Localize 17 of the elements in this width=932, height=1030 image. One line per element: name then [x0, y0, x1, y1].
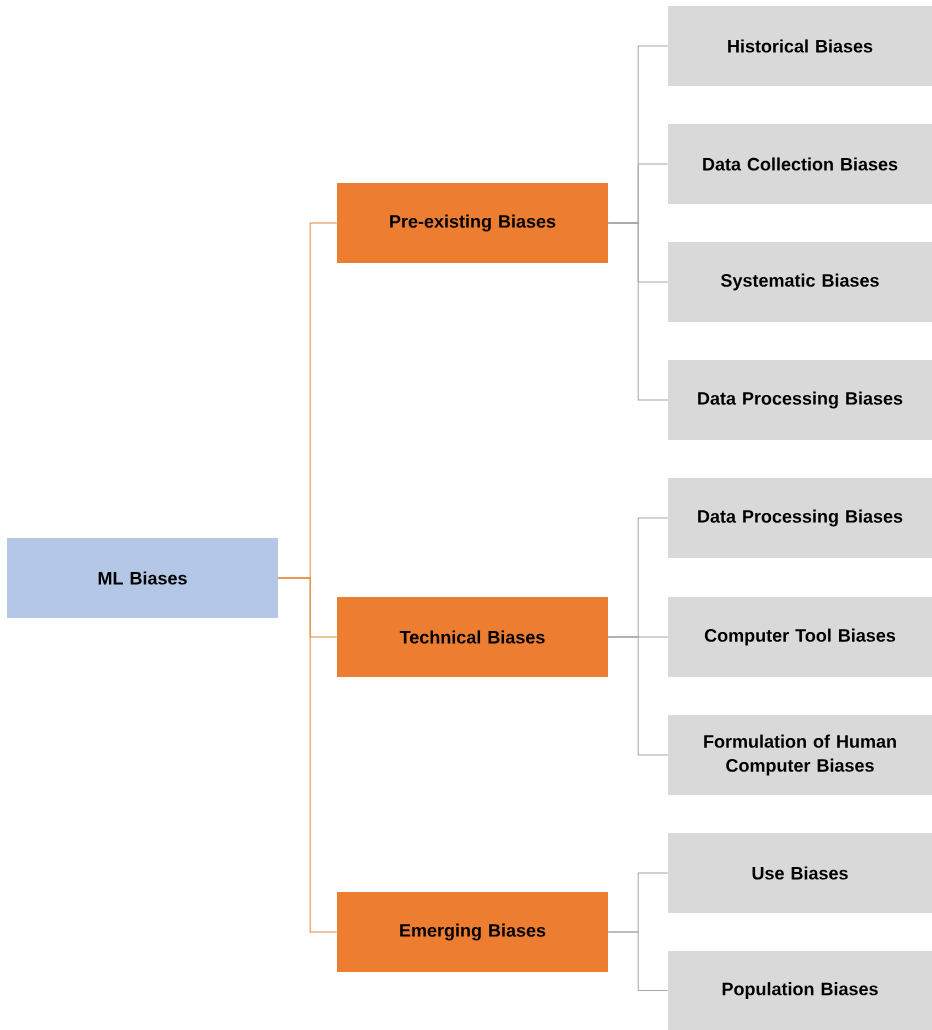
connector-line [607, 222, 669, 401]
leaf-box: Computer Tool Biases [668, 597, 932, 677]
leaf-box: Data Processing Biases [668, 360, 932, 440]
category-box: Emerging Biases [337, 892, 608, 972]
category-box: Technical Biases [337, 597, 608, 677]
category-box: Pre-existing Biases [337, 183, 608, 263]
leaf-box: Systematic Biases [668, 242, 932, 322]
leaf-box: Formulation of Human Computer Biases [668, 715, 932, 795]
leaf-box: Data Processing Biases [668, 478, 932, 558]
leaf-box: Use Biases [668, 833, 932, 913]
connector-line [277, 577, 338, 933]
root-box: ML Biases [7, 538, 278, 618]
leaf-box: Population Biases [668, 951, 932, 1030]
connector-line [607, 931, 669, 991]
connector-line [607, 636, 669, 756]
leaf-box: Historical Biases [668, 6, 932, 86]
leaf-box: Data Collection Biases [668, 124, 932, 204]
